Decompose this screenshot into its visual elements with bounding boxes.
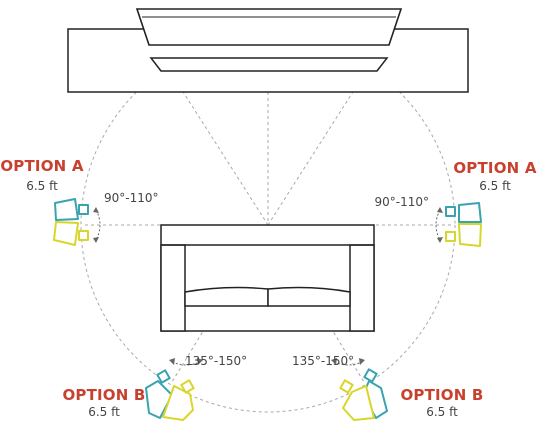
angle-left-side: 90°-110° [104, 191, 159, 205]
soundbar [149, 57, 389, 72]
listening-circle [80, 37, 456, 413]
angle-right-side: 90°-110° [374, 195, 429, 209]
option-a-right-title: OPTION A [453, 159, 536, 177]
angle-left-rear: 135°-150° [185, 354, 247, 368]
speaker-right-side [435, 202, 482, 247]
speaker-left-rear [145, 358, 203, 421]
option-a-left-distance: 6.5 ft [26, 179, 58, 193]
option-b-left-title: OPTION B [62, 386, 145, 404]
speaker-left-yellow [53, 221, 79, 246]
option-b-right-distance: 6.5 ft [426, 405, 458, 419]
sofa-arm-right [349, 244, 375, 332]
tv-screen [135, 8, 403, 46]
sofa [160, 224, 375, 332]
speaker-right-rear-yellow [342, 385, 375, 421]
tv-console [67, 8, 469, 93]
option-b-left-distance: 6.5 ft [88, 405, 120, 419]
speaker-right-rear [331, 358, 388, 421]
arc-arrow-icon [435, 209, 441, 241]
angle-right-rear: 135°-150° [292, 354, 354, 368]
speaker-left-teal [54, 198, 79, 221]
sofa-cushion-left [184, 286, 269, 307]
option-b-right-title: OPTION B [400, 386, 483, 404]
option-a-right-distance: 6.5 ft [479, 179, 511, 193]
sofa-cushion-right [267, 286, 351, 307]
speaker-right-yellow [458, 223, 482, 247]
speaker-left-side [53, 198, 101, 246]
speaker-right-teal [458, 202, 482, 223]
option-a-left-title: OPTION A [0, 157, 83, 175]
sofa-arm-left [160, 244, 186, 332]
sofa-frame [160, 224, 375, 332]
labels: OPTION A 6.5 ft OPTION A 6.5 ft OPTION B… [0, 157, 536, 419]
